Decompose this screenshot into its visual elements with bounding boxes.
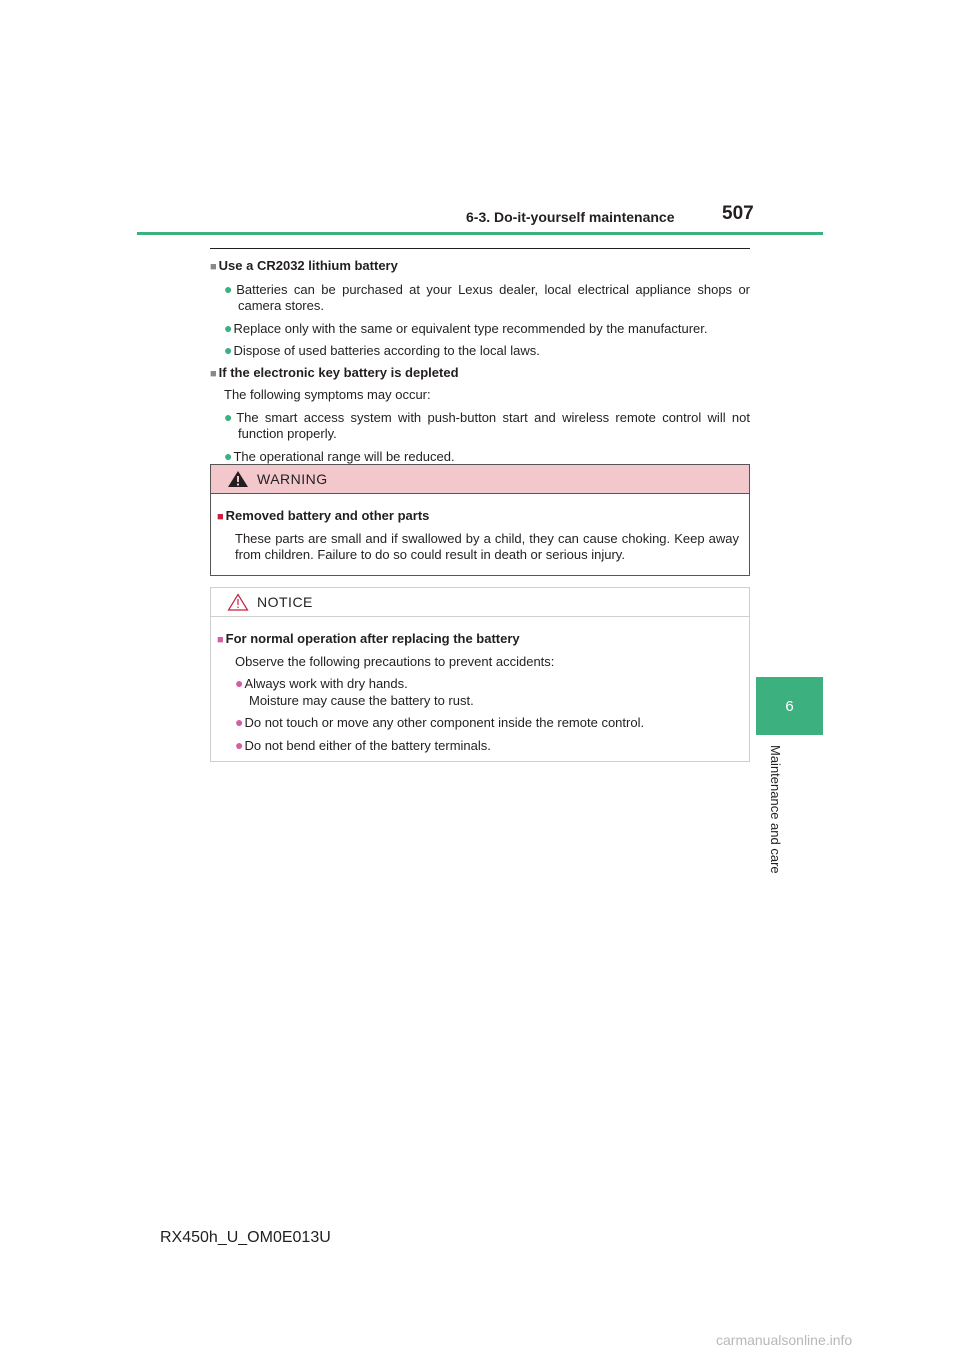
notice-header: NOTICE xyxy=(211,588,749,617)
section-heading: ■If the electronic key battery is deplet… xyxy=(210,364,459,380)
warning-title: WARNING xyxy=(257,471,328,487)
square-bullet-icon: ■ xyxy=(217,634,224,646)
circle-bullet-icon: ● xyxy=(235,675,244,691)
list-item: ●The smart access system with push-butto… xyxy=(224,408,750,442)
square-bullet-icon: ■ xyxy=(210,367,217,380)
content-divider xyxy=(210,248,750,249)
notice-box: NOTICE ■For normal operation after repla… xyxy=(210,587,750,762)
watermark: carmanualsonline.info xyxy=(716,1332,853,1348)
warning-body: ■Removed battery and other parts These p… xyxy=(211,494,749,564)
chapter-label: Maintenance and care xyxy=(768,745,783,874)
list-item: ●Dispose of used batteries according to … xyxy=(224,342,540,358)
section-battery-depleted: ■If the electronic key battery is deplet… xyxy=(210,365,750,466)
warning-box: WARNING ■Removed battery and other parts… xyxy=(210,464,750,576)
list-item: ●Replace only with the same or equivalen… xyxy=(224,319,708,336)
section-heading: ■Use a CR2032 lithium battery xyxy=(210,258,398,273)
list-item: ●The operational range will be reduced. xyxy=(224,447,455,464)
circle-bullet-icon: ● xyxy=(224,280,236,297)
chapter-number: 6 xyxy=(785,697,794,715)
notice-body: ■For normal operation after replacing th… xyxy=(211,617,749,754)
section-cr2032: ■Use a CR2032 lithium battery ●Batteries… xyxy=(210,258,750,360)
document-code: RX450h_U_OM0E013U xyxy=(160,1229,331,1246)
header-section-title: 6-3. Do-it-yourself maintenance xyxy=(466,209,675,225)
warning-header: WARNING xyxy=(211,465,749,494)
chapter-label-container: Maintenance and care xyxy=(768,745,790,895)
circle-bullet-icon: ● xyxy=(224,342,233,358)
warning-triangle-icon xyxy=(228,471,248,487)
header-divider xyxy=(137,232,823,235)
square-bullet-icon: ■ xyxy=(217,511,224,523)
warning-heading: ■Removed battery and other parts xyxy=(217,508,430,523)
circle-bullet-icon: ● xyxy=(235,714,244,730)
notice-title: NOTICE xyxy=(257,594,313,610)
circle-bullet-icon: ● xyxy=(224,408,236,425)
list-item: ●Batteries can be purchased at your Lexu… xyxy=(224,280,750,314)
warning-text: These parts are small and if swallowed b… xyxy=(235,530,739,563)
notice-triangle-icon xyxy=(227,593,249,611)
section-intro: The following symptoms may occur: xyxy=(224,387,431,402)
circle-bullet-icon: ● xyxy=(224,447,233,464)
square-bullet-icon: ■ xyxy=(210,261,217,273)
circle-bullet-icon: ● xyxy=(235,736,244,753)
list-item: ●Always work with dry hands.Moisture may… xyxy=(235,675,474,708)
circle-bullet-icon: ● xyxy=(224,319,233,336)
notice-intro: Observe the following precautions to pre… xyxy=(235,653,555,669)
list-item: ●Do not bend either of the battery termi… xyxy=(235,736,491,753)
list-item: ●Do not touch or move any other componen… xyxy=(235,714,645,730)
chapter-tab[interactable]: 6 xyxy=(756,677,823,735)
page-number: 507 xyxy=(722,203,754,224)
notice-heading: ■For normal operation after replacing th… xyxy=(217,631,520,646)
main-content: ■Use a CR2032 lithium battery ●Batteries… xyxy=(210,258,750,470)
